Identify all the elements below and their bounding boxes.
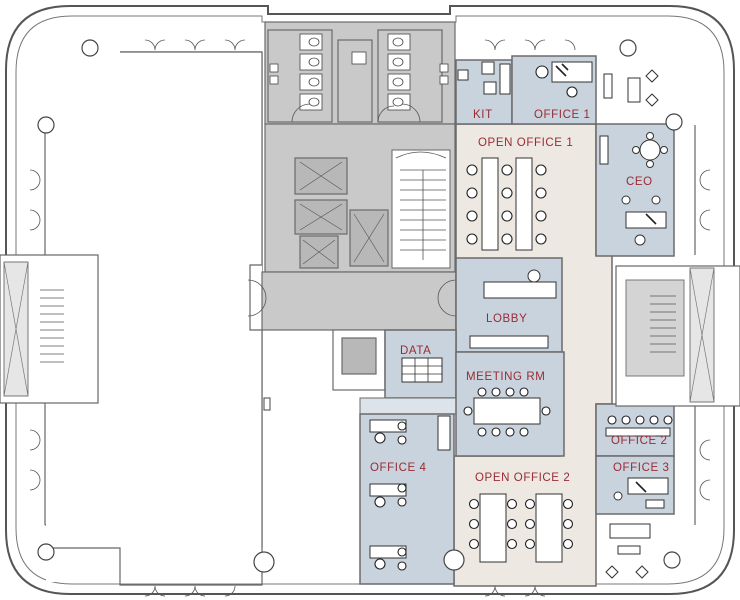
stair-east (615, 265, 740, 407)
open-office-2-desks (468, 493, 574, 563)
open-office-1-desks (466, 157, 547, 251)
office-4-label: OFFICE 4 (370, 462, 427, 474)
elevator-stair-core (264, 123, 456, 273)
lounge-furniture-se (605, 523, 651, 579)
lift-lobby (261, 271, 459, 331)
ceo-label: CEO (626, 176, 653, 188)
lounge-furniture-ne (603, 69, 659, 107)
data-label: DATA (400, 345, 431, 357)
stair-west (0, 254, 99, 404)
open-office-2-label: OPEN OFFICE 2 (475, 472, 570, 484)
restroom-core (264, 21, 456, 125)
office-2-label: OFFICE 2 (611, 435, 668, 447)
office-1-label: OFFICE 1 (534, 109, 591, 121)
corridor-mid (359, 397, 457, 415)
ceo-room (595, 123, 675, 257)
open-office-1-label: OPEN OFFICE 1 (478, 137, 573, 149)
kit-label: KIT (473, 109, 493, 121)
perimeter-windows (29, 39, 711, 597)
structural-columns (37, 39, 683, 573)
meeting-rm-label: MEETING RM (466, 371, 545, 383)
office-3-label: OFFICE 3 (613, 462, 670, 474)
lobby-label: LOBBY (486, 313, 527, 325)
